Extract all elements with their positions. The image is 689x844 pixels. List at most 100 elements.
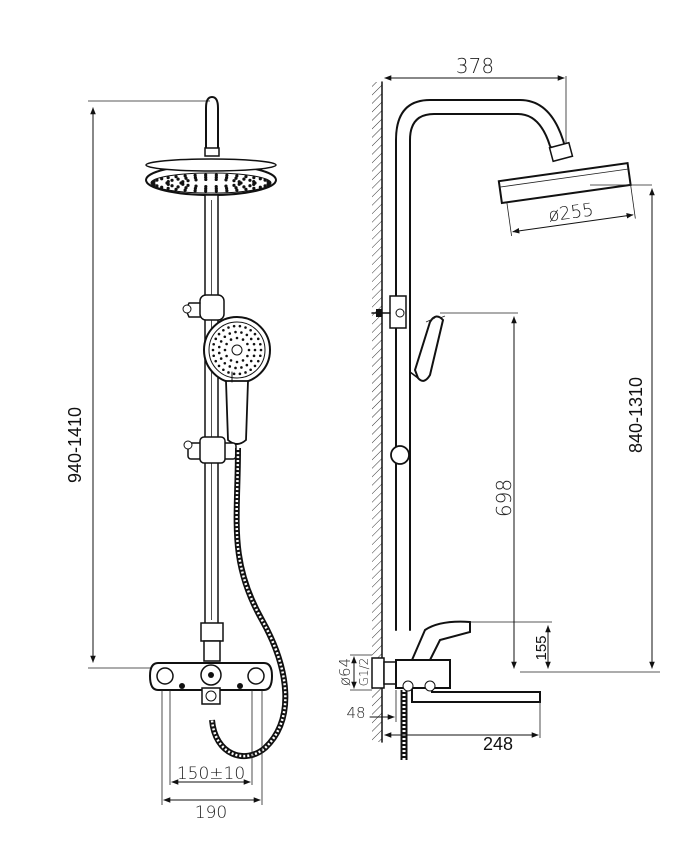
nozzle-dot <box>244 187 248 191</box>
shower-hose <box>209 447 289 760</box>
nozzle-dot <box>242 185 246 189</box>
nozzle-dot <box>252 176 256 180</box>
front-width-label: 190 <box>195 803 227 823</box>
projection-label: 378 <box>456 54 494 78</box>
hand-nozzle-dot <box>219 357 223 360</box>
hand-nozzle-dot <box>227 371 230 374</box>
hand-nozzle-dot <box>252 354 256 358</box>
nozzle-dot <box>166 180 170 184</box>
nozzle-dot <box>176 185 180 189</box>
side-arm <box>395 99 574 631</box>
nozzle-dot <box>166 176 170 180</box>
nozzle-dot <box>155 178 159 182</box>
nozzle-dot <box>170 184 174 188</box>
hand-nozzle-dot <box>222 328 225 332</box>
hand-nozzle-dot <box>249 337 253 341</box>
nozzle-dot <box>248 178 252 182</box>
projection-dimension: 378 <box>384 54 567 150</box>
hand-nozzle-dot <box>217 364 221 368</box>
hand-nozzle-dot <box>227 326 230 329</box>
hand-nozzle-pattern <box>211 324 263 376</box>
hand-nozzle-dot <box>212 354 215 358</box>
nozzle-dot <box>266 182 270 187</box>
side-height-label: 840-1310 <box>626 377 646 453</box>
head-diameter-label: ø255 <box>547 199 595 226</box>
hand-nozzle-dot <box>235 336 239 340</box>
hand-nozzle-dot <box>234 330 237 334</box>
nozzle-dot <box>232 183 236 187</box>
hand-nozzle-dot <box>238 324 242 328</box>
nozzle-dot <box>181 180 185 184</box>
nozzle-dot <box>232 179 236 183</box>
nozzle-dot <box>248 184 252 188</box>
hand-nozzle-dot <box>228 365 232 368</box>
hand-nozzle-dot <box>259 342 262 346</box>
hand-nozzle-dot <box>259 354 262 358</box>
hand-nozzle-dot <box>245 363 249 367</box>
nozzle-dot <box>186 183 190 187</box>
hand-nozzle-dot <box>247 348 251 352</box>
nozzle-dot <box>234 186 238 190</box>
front-height-label: 940-1410 <box>65 407 85 483</box>
nozzle-dot <box>204 184 208 189</box>
nozzle-dot <box>244 175 248 179</box>
hand-nozzle-dot <box>232 324 236 328</box>
hand-nozzle-dot <box>214 359 218 363</box>
hand-nozzle-dot <box>223 348 227 352</box>
nozzle-dot <box>160 185 164 189</box>
hand-nozzle-dot <box>225 354 228 358</box>
nozzle-dot <box>160 177 164 181</box>
hand-nozzle-dot <box>219 340 223 343</box>
side-rain-head: ø255 <box>497 161 636 236</box>
hand-nozzle-dot <box>217 351 221 355</box>
inlet-diameter-label: ø64 <box>336 658 354 686</box>
hand-nozzle-dot <box>244 326 247 329</box>
wall-offset-label: 48 <box>346 704 365 722</box>
nozzle-dot <box>186 179 190 183</box>
mixer-body <box>148 662 274 705</box>
hand-nozzle-dot <box>211 348 215 352</box>
hand-nozzle-dot <box>229 359 233 362</box>
nozzle-dot <box>252 182 256 186</box>
front-bottom-dimensions: 150±10 190 <box>161 690 263 823</box>
hand-nozzle-dot <box>217 332 221 336</box>
hand-nozzle-dot <box>245 333 249 337</box>
nozzle-dot <box>152 179 156 184</box>
riser-rail <box>204 194 219 626</box>
nozzle-dot <box>224 184 228 188</box>
nozzle-dot <box>166 186 170 190</box>
hand-nozzle-dot <box>225 342 228 346</box>
hand-nozzle-dot <box>249 368 252 372</box>
hand-nozzle-dot <box>246 342 249 346</box>
hand-nozzle-dot <box>241 359 245 362</box>
hand-nozzle-dot <box>234 366 237 370</box>
rail-clamp <box>182 294 225 321</box>
hand-nozzle-dot <box>253 348 257 352</box>
nozzle-dot <box>224 178 228 182</box>
nozzle-dot <box>234 176 238 180</box>
side-bracket <box>371 295 407 329</box>
nozzle-dot <box>258 177 262 181</box>
nozzle-dot <box>242 177 246 181</box>
hand-nozzle-dot <box>235 360 239 364</box>
nozzle-dot <box>184 186 188 190</box>
nozzle-dot <box>266 179 270 184</box>
hand-nozzle-dot <box>238 372 242 376</box>
hand-nozzle-dot <box>222 368 225 372</box>
side-slide-holder <box>390 445 410 465</box>
nozzle-dot <box>170 178 174 182</box>
nozzle-dot <box>155 184 159 188</box>
hand-nozzle-dot <box>223 361 227 365</box>
wall-hatch <box>372 82 382 742</box>
nozzle-dot <box>237 180 241 184</box>
inlet-spacing-label: 150±10 <box>177 764 245 784</box>
diverter-coupling <box>200 622 224 662</box>
hand-nozzle-dot <box>249 328 252 332</box>
hand-nozzle-dot <box>229 338 233 341</box>
nozzle-dot <box>214 177 218 182</box>
side-mixer <box>371 620 541 703</box>
hand-nozzle-dot <box>253 332 257 336</box>
hand-nozzle-dot <box>214 337 218 341</box>
hand-nozzle-dot <box>240 366 243 369</box>
